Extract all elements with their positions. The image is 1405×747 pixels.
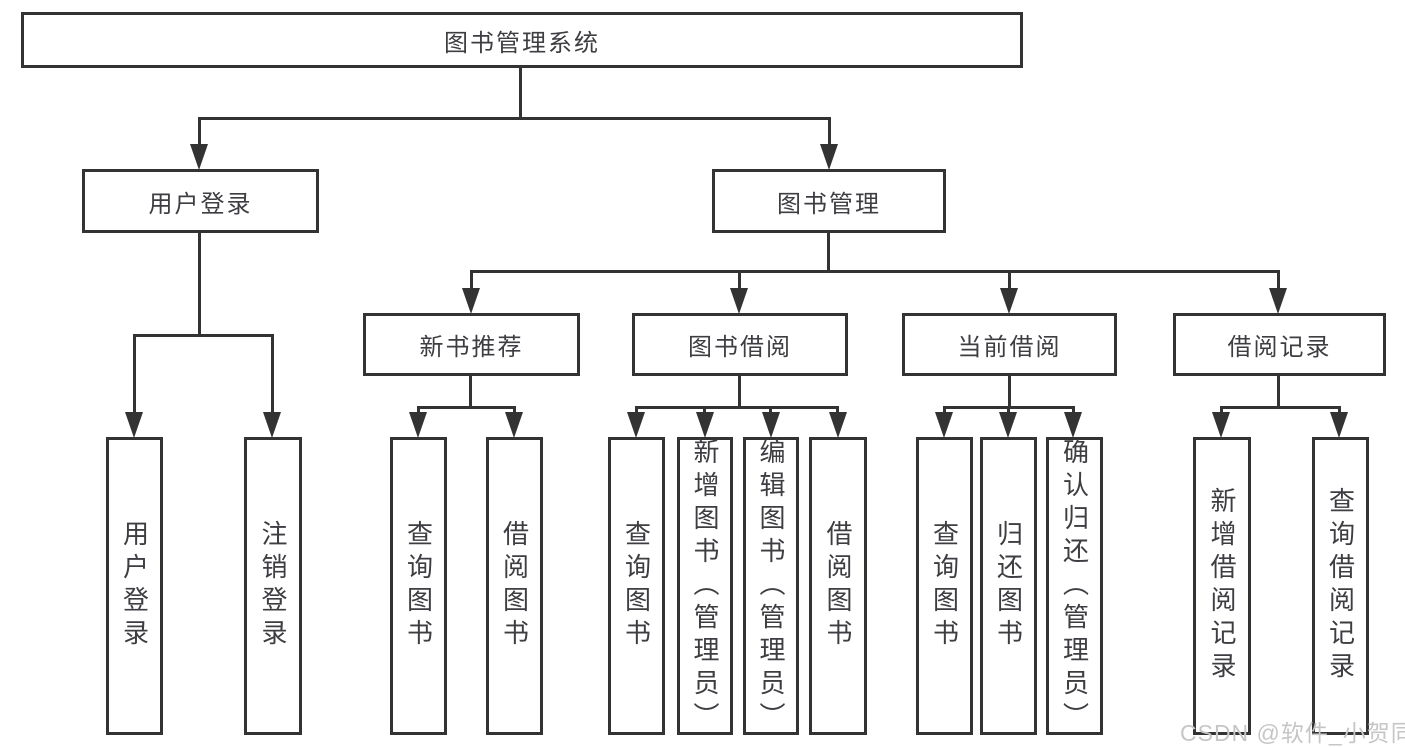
leaf-confirm-return-admin: 确认归还（管理员） [1046, 437, 1103, 735]
leaf-label: 确认归还（管理员） [1059, 437, 1090, 735]
arrowhead-down [627, 412, 645, 438]
arrowhead-down [829, 412, 847, 438]
node-current-borrowing: 当前借阅 [902, 313, 1117, 376]
v-line [1007, 406, 1010, 414]
arrowhead-down [1330, 412, 1348, 438]
node-borrowing-records: 借阅记录 [1173, 313, 1386, 376]
node-label: 借阅记录 [1227, 334, 1332, 361]
leaf-label: 注销登录 [258, 520, 288, 652]
leaf-query-books-recommend: 查询图书 [390, 437, 447, 735]
node-label: 图书管理 [777, 190, 881, 218]
v-line [470, 270, 473, 289]
arrowhead-down [125, 412, 143, 438]
v-line [836, 406, 839, 414]
v-line [519, 68, 522, 119]
v-line [1072, 406, 1075, 414]
csdn-watermark: CSDN @软件_小贺同学 [1180, 720, 1405, 746]
leaf-add-borrow-record: 新增借阅记录 [1193, 437, 1251, 735]
node-book-borrowing: 图书借阅 [632, 313, 848, 376]
arrowhead-down [935, 412, 953, 438]
v-line [1008, 376, 1011, 409]
v-line [1008, 270, 1011, 289]
h-line [635, 406, 839, 409]
h-line [133, 334, 274, 337]
v-line [828, 117, 831, 147]
arrowhead-down [730, 288, 748, 314]
v-line [635, 406, 638, 414]
h-line [417, 406, 516, 409]
arrowhead-down [820, 144, 838, 170]
node-book-management: 图书管理 [712, 169, 946, 233]
leaf-label: 借阅图书 [823, 520, 853, 652]
v-line [469, 376, 472, 409]
v-line [513, 406, 516, 414]
arrowhead-down [505, 412, 523, 438]
v-line [1277, 376, 1280, 409]
v-line [1277, 270, 1280, 289]
v-line [198, 233, 201, 337]
node-user-login: 用户登录 [82, 169, 319, 233]
leaf-label: 查询图书 [621, 520, 652, 652]
node-label: 新书推荐 [419, 334, 524, 361]
v-line [417, 406, 420, 414]
arrowhead-down [263, 412, 281, 438]
leaf-label: 借阅图书 [499, 520, 530, 652]
leaf-label: 用户登录 [119, 520, 150, 652]
node-label: 用户登录 [148, 190, 253, 218]
arrowhead-down [1269, 288, 1287, 314]
arrowhead-down [696, 412, 714, 438]
leaf-edit-books-admin: 编辑图书（管理员） [743, 437, 799, 735]
h-line [198, 117, 831, 120]
v-line [827, 233, 830, 273]
v-line [738, 270, 741, 289]
leaf-logout: 注销登录 [244, 437, 302, 735]
arrowhead-down [1212, 412, 1230, 438]
v-line [271, 334, 274, 413]
v-line [1338, 406, 1341, 414]
leaf-label: 查询借阅记录 [1325, 487, 1356, 685]
leaf-query-books-current: 查询图书 [916, 437, 973, 735]
v-line [1220, 406, 1223, 414]
node-label: 图书借阅 [688, 334, 792, 361]
node-new-book-recommend: 新书推荐 [363, 313, 580, 376]
v-line [943, 406, 946, 414]
v-line [133, 334, 136, 413]
arrowhead-down [1064, 412, 1082, 438]
node-label: 当前借阅 [957, 334, 1062, 361]
leaf-label: 新增图书（管理员） [690, 437, 720, 735]
h-line [1220, 406, 1340, 409]
node-label: 图书管理系统 [444, 29, 600, 57]
arrowhead-down [999, 412, 1017, 438]
leaf-label: 新增借阅记录 [1207, 487, 1237, 685]
v-line [703, 406, 706, 414]
leaf-label: 查询图书 [929, 520, 960, 652]
arrowhead-down [190, 144, 208, 170]
arrowhead-down [462, 288, 480, 314]
h-line [470, 270, 1280, 273]
v-line [738, 376, 741, 409]
leaf-return-books: 归还图书 [980, 437, 1037, 735]
v-line [769, 406, 772, 414]
leaf-label: 归还图书 [993, 520, 1024, 652]
leaf-query-borrow-record: 查询借阅记录 [1312, 437, 1369, 735]
arrowhead-down [409, 412, 427, 438]
leaf-label: 查询图书 [403, 520, 434, 652]
leaf-label: 编辑图书（管理员） [756, 437, 786, 735]
arrowhead-down [1000, 288, 1018, 314]
leaf-borrow-books-borrowing: 借阅图书 [809, 437, 867, 735]
leaf-add-books-admin: 新增图书（管理员） [677, 437, 733, 735]
v-line [198, 117, 201, 147]
leaf-query-books-borrowing: 查询图书 [608, 437, 665, 735]
arrowhead-down [762, 412, 780, 438]
leaf-user-login: 用户登录 [106, 437, 163, 735]
leaf-borrow-books-recommend: 借阅图书 [486, 437, 543, 735]
node-library-management-system: 图书管理系统 [21, 12, 1023, 68]
